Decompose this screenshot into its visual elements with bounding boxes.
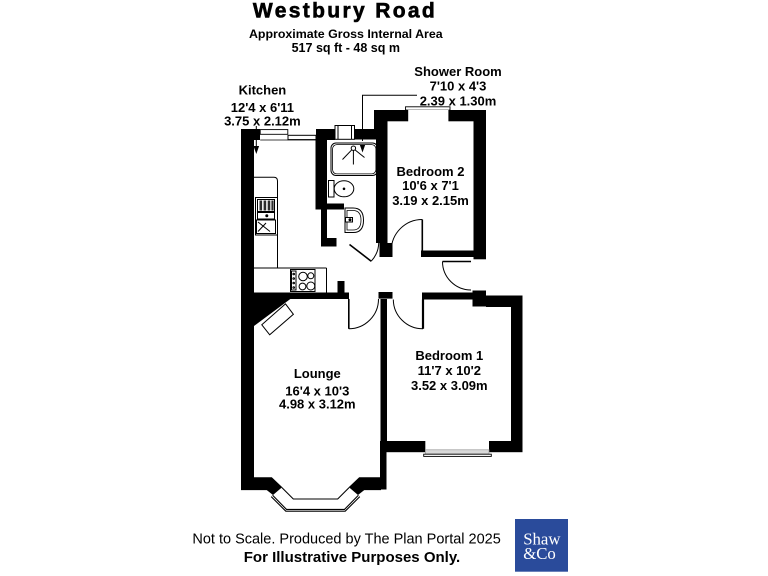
svg-text:16'4 x 10'3: 16'4 x 10'3 — [285, 384, 349, 399]
svg-text:Bedroom 1: Bedroom 1 — [415, 348, 483, 363]
svg-text:2.39 x 1.30m: 2.39 x 1.30m — [420, 93, 497, 108]
svg-text:Approximate Gross Internal Are: Approximate Gross Internal Area — [249, 27, 443, 41]
svg-text:3.75 x 2.12m: 3.75 x 2.12m — [224, 114, 301, 129]
svg-text:&Co: &Co — [523, 544, 556, 563]
svg-text:Lounge: Lounge — [294, 366, 341, 381]
svg-text:10'6 x 7'1: 10'6 x 7'1 — [402, 178, 459, 193]
svg-text:4.98 x 3.12m: 4.98 x 3.12m — [279, 397, 356, 412]
svg-text:3.52 x 3.09m: 3.52 x 3.09m — [411, 378, 488, 393]
svg-text:12'4 x 6'11: 12'4 x 6'11 — [231, 100, 294, 115]
svg-text:11'7 x 10'2: 11'7 x 10'2 — [418, 363, 481, 378]
svg-text:Westbury Road: Westbury Road — [253, 0, 437, 23]
svg-text:Shaw: Shaw — [523, 530, 561, 549]
svg-text:517 sq ft - 48 sq m: 517 sq ft - 48 sq m — [292, 41, 400, 55]
svg-text:For Illustrative Purposes Only: For Illustrative Purposes Only. — [244, 549, 460, 566]
svg-text:Not to Scale. Produced by The: Not to Scale. Produced by The Plan Porta… — [192, 532, 500, 548]
svg-text:Bedroom 2: Bedroom 2 — [397, 164, 465, 179]
svg-text:Kitchen: Kitchen — [239, 83, 287, 98]
svg-text:7'10 x 4'3: 7'10 x 4'3 — [430, 79, 487, 94]
svg-text:Shower Room: Shower Room — [414, 64, 501, 79]
svg-text:3.19 x 2.15m: 3.19 x 2.15m — [392, 193, 469, 208]
